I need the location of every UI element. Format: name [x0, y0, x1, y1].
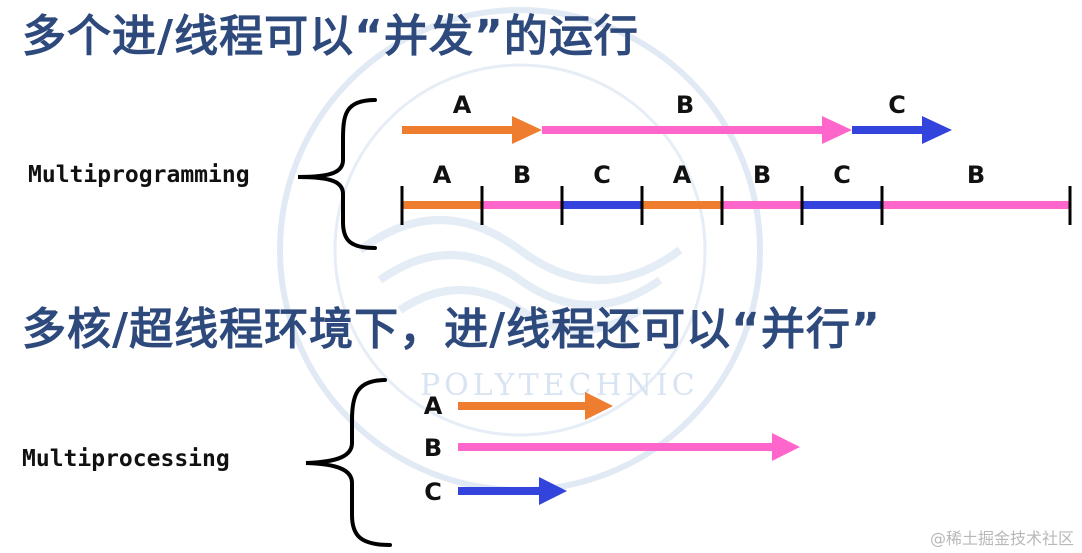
arrow-a-label: A [453, 91, 472, 119]
arrow-b-head [822, 116, 852, 144]
multiprogramming-arrows: A B C [402, 91, 952, 144]
multiprocessing-brace [305, 378, 392, 547]
multiprocessing-arrows: A B C [424, 392, 800, 506]
heading-parallel: 多核/超线程环境下，进/线程还可以“并行” [22, 304, 881, 355]
heading-concurrent: 多个进/线程可以“并发”的运行 [22, 11, 639, 62]
mp-arrow-b-head [772, 433, 800, 461]
timeline-label-a: A [673, 161, 692, 189]
seal-text: POLYTECHNIC [420, 368, 699, 403]
multiprocessing-label: Multiprocessing [22, 446, 230, 472]
mp-arrow-a-head [585, 392, 613, 420]
arrow-b-label: B [676, 91, 694, 119]
mp-arrow-c-head [539, 477, 567, 505]
arrow-c-head [922, 116, 952, 144]
timeline-label-b: B [753, 161, 771, 189]
mp-arrow-a-label: A [424, 392, 443, 420]
multiprogramming-brace [297, 98, 377, 250]
timeline-label-b: B [513, 161, 531, 189]
timeline-label-b: B [967, 161, 985, 189]
mp-arrow-b-label: B [424, 434, 442, 462]
arrow-c-label: C [888, 91, 906, 119]
arrow-a-head [512, 116, 542, 144]
site-watermark: @稀土掘金技术社区 [929, 529, 1074, 548]
timeline-label-c: C [833, 161, 851, 189]
multiprogramming-label: Multiprogramming [28, 162, 250, 188]
timeline-label-c: C [593, 161, 611, 189]
mp-arrow-c-label: C [424, 478, 442, 506]
timeline-label-a: A [433, 161, 452, 189]
